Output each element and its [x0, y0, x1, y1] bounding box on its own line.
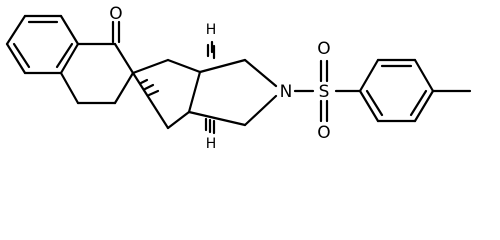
bond [113, 42, 135, 75]
bond [413, 58, 435, 93]
bond-double-inner [409, 89, 428, 117]
sulfonyl-oxygen-bottom-label: O [317, 123, 330, 143]
bond [358, 58, 380, 93]
structure-canvas: O H H N S O O [5, 4, 472, 152]
bond [243, 94, 278, 127]
hashed-bond-bottom [204, 117, 216, 135]
bonds [5, 14, 472, 135]
hashed-bond-top [206, 40, 216, 60]
bond [131, 58, 170, 75]
bond [413, 89, 435, 123]
bond [131, 71, 170, 130]
bond [59, 71, 80, 105]
hashed-bond-spiro [139, 78, 160, 97]
stereo-h-top-label: H [206, 22, 217, 38]
bond [166, 58, 202, 74]
bond [59, 42, 80, 75]
bond-double-inner [365, 89, 384, 117]
bond [5, 14, 27, 46]
atom-labels: O H H N S O O [109, 4, 330, 152]
bond-double-inner [12, 42, 31, 69]
bond [187, 70, 202, 114]
nitrogen-label: N [280, 82, 293, 102]
bond [166, 110, 191, 130]
bond [113, 71, 135, 105]
bond [187, 110, 247, 127]
molecule-diagram: O H H N S O O [5, 4, 472, 152]
bond [243, 58, 278, 88]
sulfur-label: S [319, 82, 330, 102]
carbonyl-oxygen-label: O [109, 4, 122, 24]
stereo-h-bottom-label: H [206, 136, 217, 152]
bond [59, 14, 80, 46]
bond-double-inner [55, 42, 74, 69]
bond [5, 42, 27, 75]
bond [198, 58, 247, 74]
bond [358, 89, 380, 123]
sulfonyl-oxygen-top-label: O [317, 39, 330, 59]
